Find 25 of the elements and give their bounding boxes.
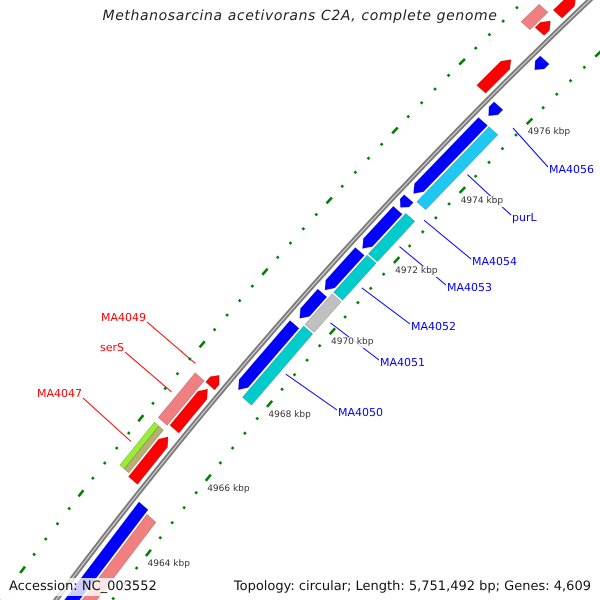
leader-line xyxy=(82,398,132,442)
leader-line xyxy=(424,220,472,260)
gene-label: MA4054 xyxy=(472,255,518,268)
gene-label: MA4056 xyxy=(549,163,594,176)
scale-label: 4974 kbp xyxy=(460,196,504,207)
scale-label: 4976 kbp xyxy=(528,127,570,138)
scale-label: 4964 kbp xyxy=(148,559,190,570)
gene-label: MA4047 xyxy=(36,387,82,400)
gene-label: MA4053 xyxy=(447,281,492,294)
scale-label: 4968 kbp xyxy=(268,410,311,421)
gene-label: purL xyxy=(512,211,537,224)
leader-line xyxy=(124,352,172,392)
scale-label: 4970 kbp xyxy=(331,337,374,348)
gene-label: MA4049 xyxy=(100,311,146,324)
scale-label: 4966 kbp xyxy=(207,484,250,495)
gene-label: MA4051 xyxy=(380,356,426,370)
gene-label: serS xyxy=(100,341,124,354)
leader-line xyxy=(361,287,410,324)
leader-line xyxy=(285,374,338,410)
leader-line xyxy=(512,128,548,168)
gene-label: MA4050 xyxy=(338,406,384,420)
leader-line xyxy=(146,322,196,364)
title: Methanosarcina acetivorans C2A, complete genome xyxy=(102,8,498,25)
gene-label: MA4052 xyxy=(411,320,456,334)
scale-label: 4972 kbp xyxy=(395,266,438,277)
